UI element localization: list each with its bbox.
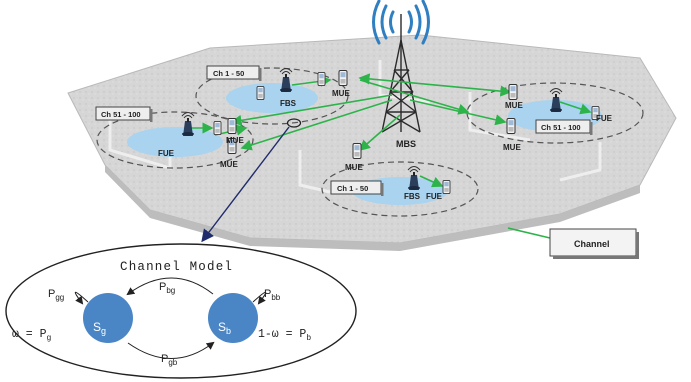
fbs-top-label: FBS [280,99,297,108]
transition-bb-label: Pbb [264,288,281,302]
mue-left-label-b: MUE [220,160,238,169]
channel-tag-top-label: Ch 1 - 50 [213,69,244,78]
fue-left-label: FUE [158,149,175,158]
channel-tag-right-label: Ch 51 - 100 [541,123,581,132]
transition-gb [127,341,215,359]
mue-left-label: MUE [226,136,244,145]
transition-bb [252,291,267,305]
state-bad [208,293,258,343]
fue-bottom-label: FUE [426,192,443,201]
fue-top-icon [256,86,265,100]
channel-legend: Channel [549,228,639,259]
mue-bottom-icon [352,143,362,159]
transition-gg [74,291,89,305]
omega-good-label: ω = Pg [12,328,52,343]
channel-legend-label: Channel [574,239,610,249]
mue-right-label: MUE [505,101,523,110]
fue-left-icon [213,121,222,135]
link-fbs-fue-bottom [419,175,444,188]
link-mbs-mue-top [358,73,512,97]
mue-top-icon [338,70,348,86]
link-mbs-mue-left2 [240,99,393,151]
channel-tag-right: Ch 51 - 100 [535,119,593,135]
mbs-label: MBS [396,139,416,149]
mue-bottom-label: MUE [345,163,363,172]
legend-channel-line [507,227,551,239]
link-fbs-fue-right [559,101,592,115]
femto-cell-top [195,67,349,125]
state-good-label: Sg [93,320,106,336]
signal-waves-icon [372,0,430,45]
transition-gg-label: Pgg [48,288,64,302]
link-mbs-mue-top2 [359,79,470,115]
mue-right-icon-b [506,118,516,134]
channel-tag-bottom: Ch 1 - 50 [330,180,384,196]
channel-model-boundary [5,243,357,379]
channel-tag-left-label: Ch 51 - 100 [101,110,141,119]
link-mbs-mue-right [409,99,507,126]
femto-cell-left [96,111,254,169]
mue-left-icon [227,118,237,134]
channel-model: Channel Model Sg Sb Pbg Pgb Pgg Pbb ω = … [5,243,357,379]
link-selection-marker [286,118,302,128]
channel-model-title: Channel Model [120,260,233,274]
mue-right-label-b: MUE [503,143,521,152]
channel-tag-left: Ch 51 - 100 [95,106,153,122]
channel-tag-bottom-label: Ch 1 - 50 [337,184,368,193]
mue-right-icon [508,84,518,100]
fue-bottom-icon [442,180,451,194]
state-bad-label: Sb [218,320,231,336]
link-mbs-mue-bottom [358,114,401,152]
zoom-arrow [201,126,290,243]
fbs-bottom-label: FBS [404,192,421,201]
ground-plane-edge [105,165,640,251]
mue-top-icon-b [317,72,326,86]
fue-right-label: FUE [596,114,613,123]
transition-gb-label: Pgb [161,353,178,367]
omega-bad-label: 1-ω = Pb [258,328,311,343]
transition-bg [126,277,214,296]
transition-bg-label: Pbg [159,281,175,295]
mue-top-label: MUE [332,89,350,98]
links [190,73,592,239]
link-mbs-mue-left [230,94,393,126]
channel-tag-top: Ch 1 - 50 [206,65,262,81]
state-good [83,293,133,343]
